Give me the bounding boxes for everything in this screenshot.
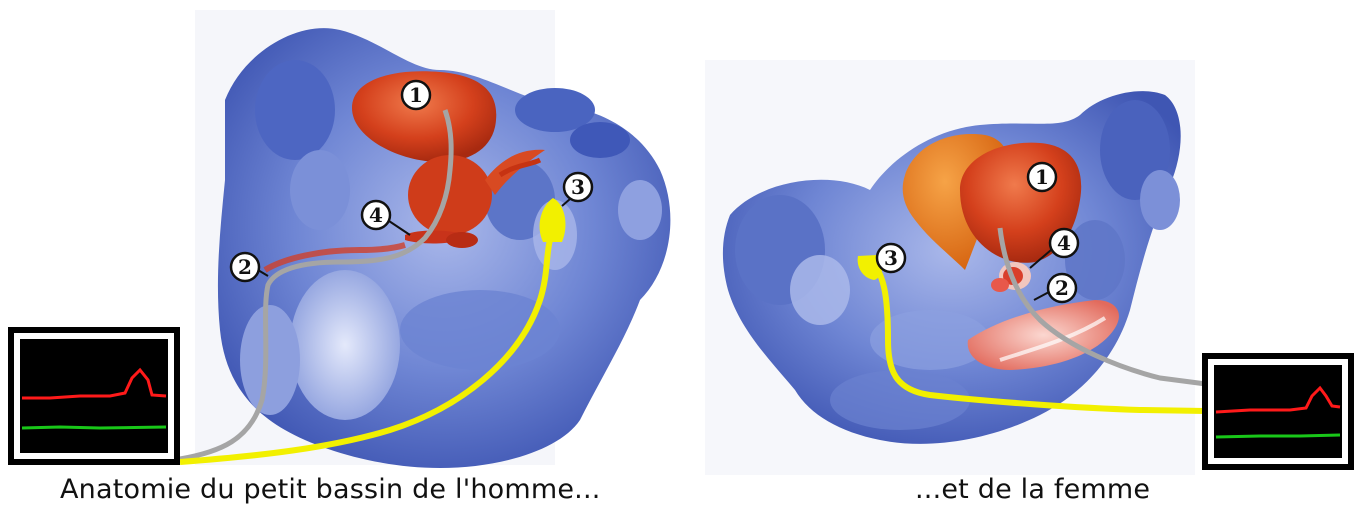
svg-text:4: 4 [369, 203, 383, 227]
svg-text:1: 1 [409, 83, 423, 107]
svg-text:3: 3 [884, 246, 898, 270]
female-marker-3: 3 [877, 244, 905, 272]
caption-male-anatomy: Anatomie du petit bassin de l'homme... [60, 474, 601, 505]
svg-text:1: 1 [1035, 165, 1049, 189]
svg-text:4: 4 [1057, 231, 1071, 255]
female-pelvis-illustration [705, 60, 1195, 475]
monitor-female-baseline-trace [1216, 435, 1340, 437]
monitor-male-baseline-trace [22, 427, 166, 428]
svg-text:2: 2 [238, 255, 252, 279]
svg-text:3: 3 [571, 175, 585, 199]
svg-text:2: 2 [1055, 276, 1069, 300]
male-marker-1: 1 [402, 81, 430, 109]
female-marker-1: 1 [1028, 163, 1056, 191]
monitor-female [1202, 353, 1354, 470]
monitor-male [8, 327, 180, 465]
caption-female-anatomy: ...et de la femme [915, 474, 1150, 505]
